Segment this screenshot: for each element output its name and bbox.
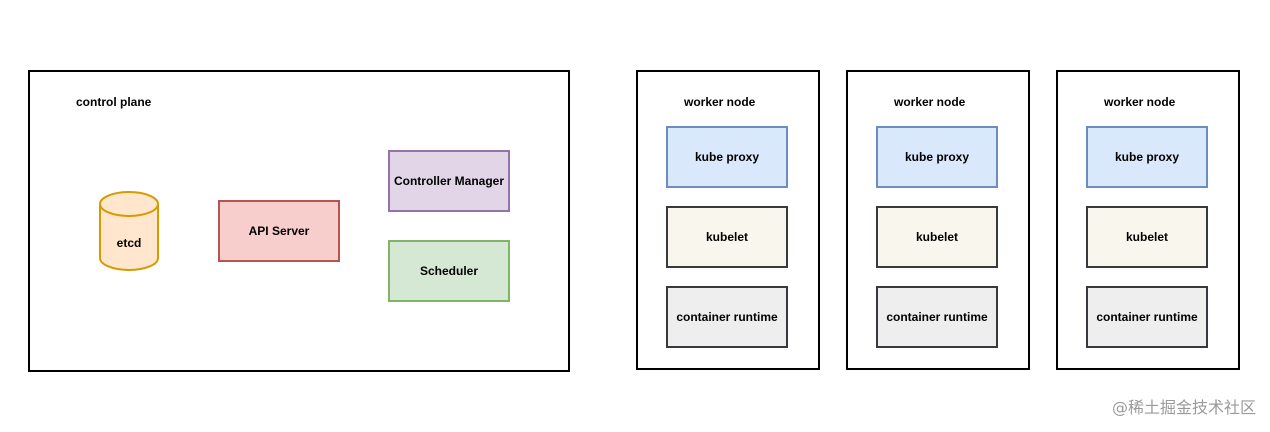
kube-proxy-box: kube proxy	[1086, 126, 1208, 188]
etcd-label: etcd	[116, 236, 142, 250]
api-server-box: API Server	[218, 200, 340, 262]
container-runtime-box: container runtime	[876, 286, 998, 348]
worker-node-title: worker node	[894, 95, 966, 109]
etcd-cylinder	[99, 191, 159, 271]
control-plane-title: control plane	[76, 95, 152, 109]
worker-node-title: worker node	[684, 95, 756, 109]
worker-node-title: worker node	[1104, 95, 1176, 109]
container-runtime-box: container runtime	[1086, 286, 1208, 348]
kube-proxy-box: kube proxy	[876, 126, 998, 188]
kubelet-box: kubelet	[666, 206, 788, 268]
container-runtime-box: container runtime	[666, 286, 788, 348]
controller-manager-box: Controller Manager	[388, 150, 510, 212]
kubelet-box: kubelet	[876, 206, 998, 268]
scheduler-box: Scheduler	[388, 240, 510, 302]
watermark: @稀土掘金技术社区	[1111, 398, 1256, 417]
kubelet-box: kubelet	[1086, 206, 1208, 268]
kube-proxy-box: kube proxy	[666, 126, 788, 188]
